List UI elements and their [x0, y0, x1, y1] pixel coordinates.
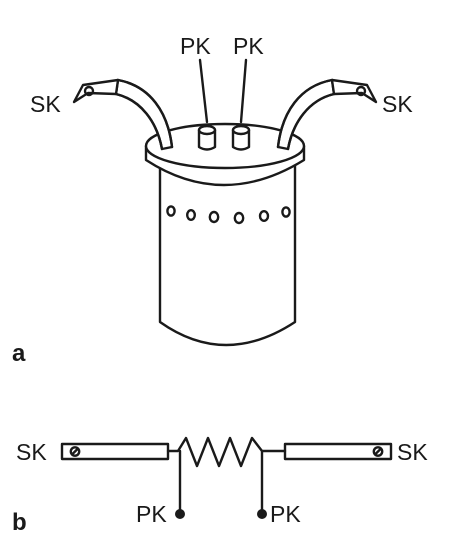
pk-leader-right: [239, 58, 248, 124]
panel-a-sensor: PK PK SK SK a: [12, 33, 413, 367]
pk-leader-left: [198, 58, 209, 124]
left-hose: [72, 78, 174, 151]
pk-terminal-left: [197, 124, 217, 151]
pk-node-left: [175, 509, 185, 519]
sk-label-left: SK: [30, 91, 61, 117]
pk-label-left: PK: [180, 33, 211, 59]
pk-label-b-right: PK: [270, 501, 301, 527]
right-sk-screw-icon: [355, 85, 367, 97]
right-sk-tip: [330, 78, 378, 104]
panel-label-b: b: [12, 509, 27, 536]
left-sk-screw-icon: [83, 85, 95, 97]
sk-label-b-right: SK: [397, 439, 428, 465]
resistor-zigzag: [166, 436, 287, 468]
pk-label-b-left: PK: [136, 501, 167, 527]
left-sk-tip: [72, 78, 120, 104]
sk-label-b-left: SK: [16, 439, 47, 465]
pk-node-right: [257, 509, 267, 519]
pk-label-right: PK: [233, 33, 264, 59]
pk-terminal-right: [231, 124, 251, 151]
right-sk-terminal: [283, 442, 393, 461]
vent-holes: [166, 205, 291, 225]
panel-b-schematic: SK SK PK PK b: [12, 436, 428, 536]
sensor-cap: [144, 122, 306, 187]
panel-label-a: a: [12, 340, 26, 367]
sensor-body: [158, 163, 297, 347]
left-sk-terminal: [60, 442, 170, 461]
sk-label-right: SK: [382, 91, 413, 117]
right-hose: [276, 78, 378, 151]
